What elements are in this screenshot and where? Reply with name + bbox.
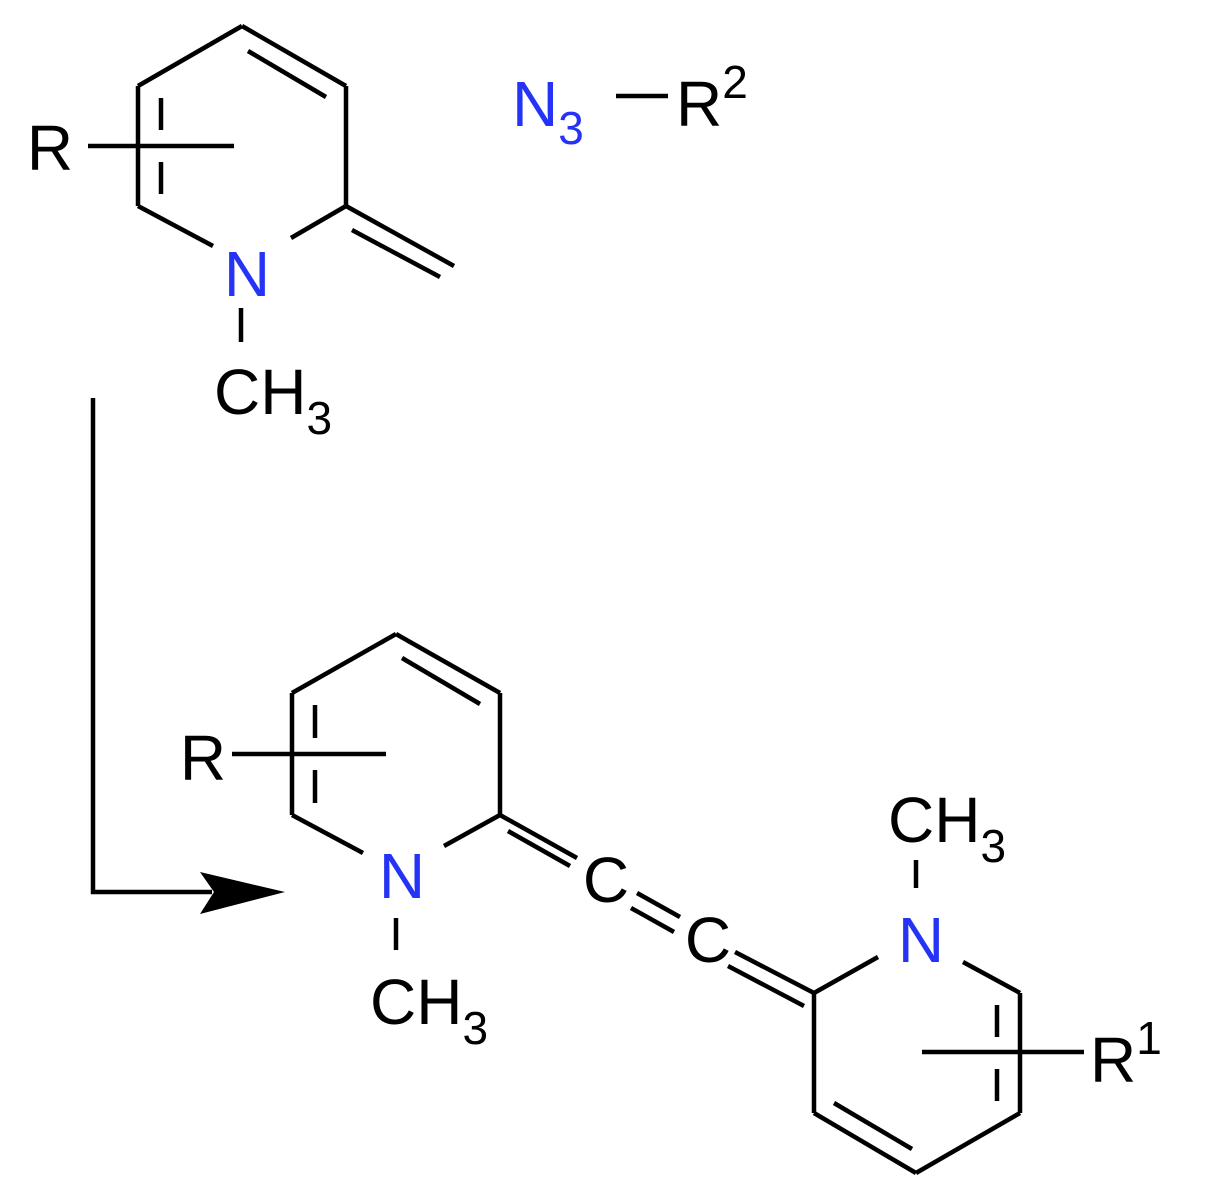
- product-left-n-methyl-label: CH3: [370, 966, 488, 1054]
- arrow-head: [200, 872, 285, 914]
- product-molecule: R N CH3 C C N CH3 R1: [180, 632, 1162, 1175]
- product-right-substituent-label: R1: [1090, 1012, 1162, 1096]
- exocyclic-methylene-bond: [344, 204, 456, 279]
- product-right-nitrogen-label: N: [898, 904, 944, 976]
- reactant-ring-bonds: [135, 24, 349, 248]
- product-left-ring-bonds: [289, 632, 503, 855]
- product-right-n-methyl-label: CH3: [888, 784, 1006, 872]
- r2-label: R2: [676, 56, 748, 140]
- reactant-n-methyl-label: CH3: [214, 356, 332, 444]
- reaction-arrow: [90, 398, 285, 914]
- cumulene-bonds: [498, 813, 816, 1008]
- product-left-substituent-label: R: [180, 722, 226, 794]
- cumulene-carbon-1: C: [583, 844, 629, 916]
- cumulene-carbon-2: C: [685, 904, 731, 976]
- reactant-nitrogen-label: N: [224, 238, 270, 310]
- azide-label: N3: [512, 68, 584, 154]
- reactant-substituent-label: R: [27, 112, 73, 184]
- azide-reagent: N3 R2: [512, 56, 748, 154]
- product-right-ring-bonds: [811, 955, 1023, 1175]
- reactant-molecule: R N CH3: [27, 24, 456, 444]
- product-left-nitrogen-label: N: [379, 840, 425, 912]
